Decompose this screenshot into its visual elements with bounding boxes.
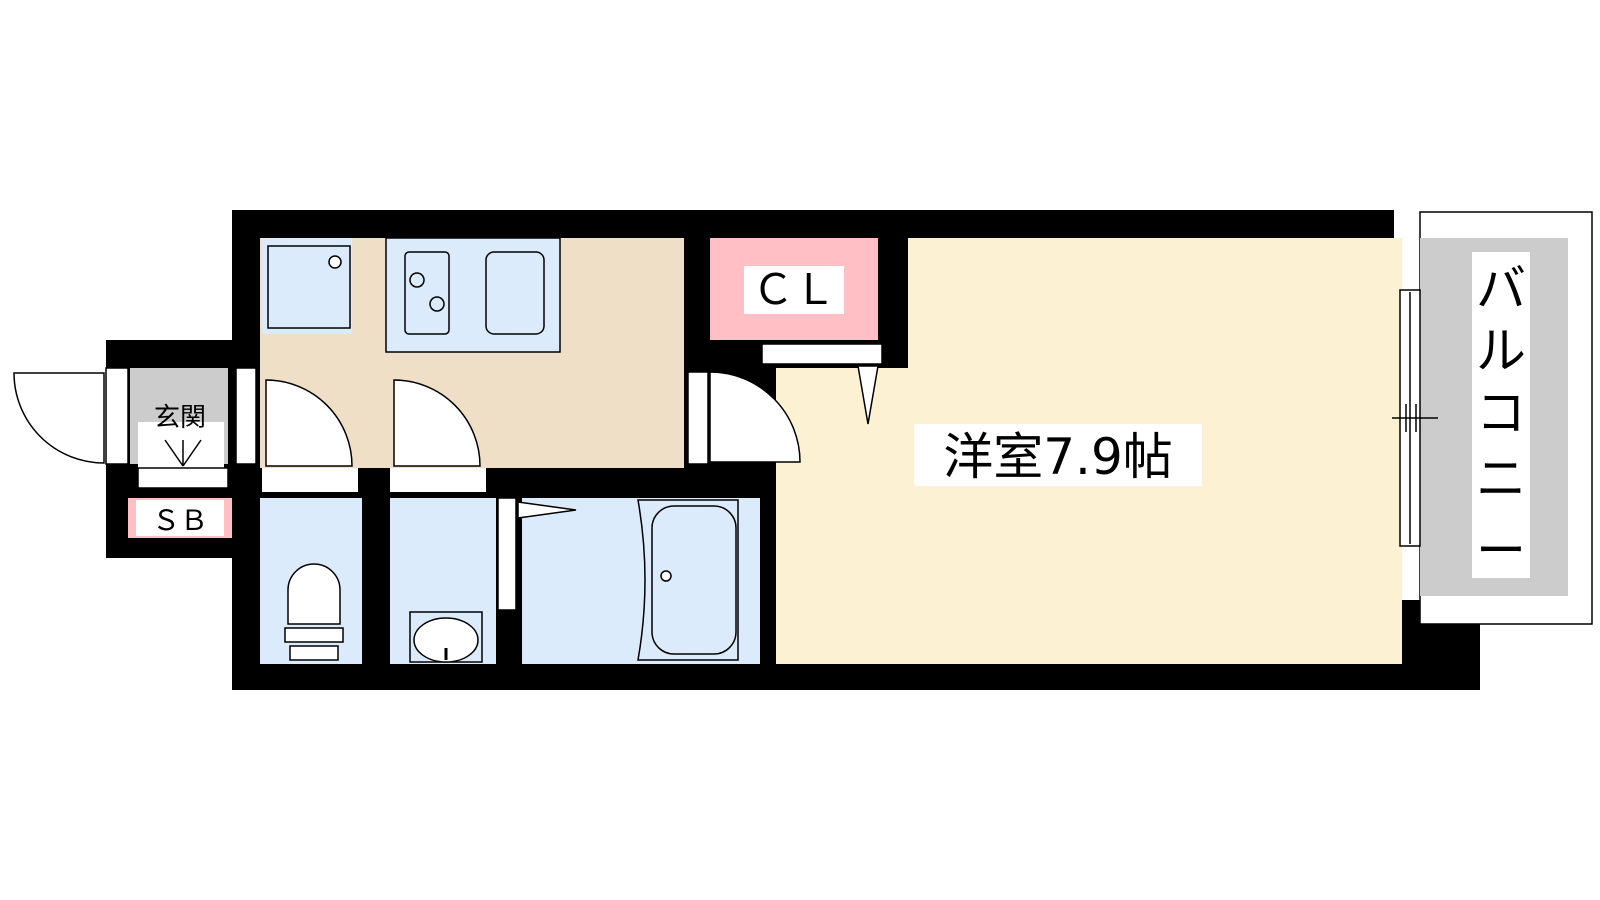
toilet-door-opening [262, 468, 358, 492]
entrance-door-jamb-left [105, 367, 129, 465]
room-label: 洋室7.9帖 [943, 428, 1173, 486]
room-door-jamb [687, 371, 709, 465]
entrance-label: 玄関 [154, 403, 206, 433]
bath-door-frame [497, 497, 517, 611]
shoe-box-label-bg [136, 500, 224, 536]
bathtub-icon [637, 499, 739, 661]
closet-label-bg [744, 266, 844, 314]
washroom-door-swing [393, 379, 481, 467]
balcony-label-bg [1472, 252, 1530, 578]
svg-text:コ: コ [1476, 384, 1526, 442]
entrance-sill [137, 467, 229, 489]
sink-icon [485, 251, 545, 335]
shoe-box-label: ＳＢ [152, 504, 208, 537]
entrance-door-jamb-right [235, 367, 257, 465]
entrance-step [138, 422, 224, 468]
svg-text:ニ: ニ [1476, 450, 1526, 508]
entrance-v-left [164, 439, 184, 467]
closet-door-indicator [857, 365, 879, 425]
washroom-door-opening [390, 468, 486, 492]
closet-door-strip [761, 343, 883, 365]
balcony-label: バ ル コ ニ ー [1476, 260, 1526, 580]
toilet-icon [284, 563, 344, 661]
svg-text:バ: バ [1476, 260, 1526, 318]
svg-text:ー: ー [1476, 522, 1526, 580]
burner-2 [429, 296, 445, 312]
closet-label: ＣＬ [752, 265, 836, 314]
washbasin-icon [409, 611, 483, 663]
bath-door-swing [517, 501, 577, 519]
toilet-door-swing [265, 379, 353, 467]
room-label-bg [914, 424, 1202, 486]
room-door-swing [709, 371, 801, 463]
svg-text:ル: ル [1476, 322, 1526, 380]
room-floor-lower [776, 368, 916, 664]
fridge-dot [328, 255, 342, 269]
burner-1 [409, 272, 425, 288]
entrance-v-right [182, 439, 202, 467]
front-door-swing [13, 372, 105, 464]
stove-icon [404, 251, 450, 335]
